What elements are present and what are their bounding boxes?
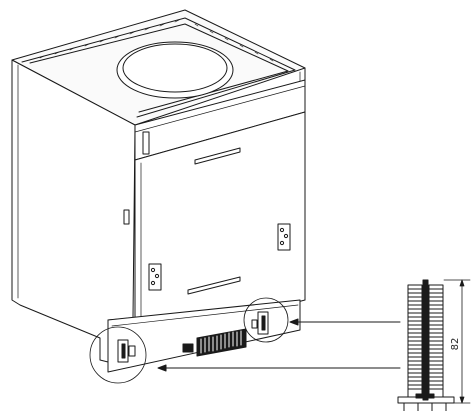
top-circular-cover-inner xyxy=(122,43,228,93)
door-mounting-bracket-right xyxy=(277,223,291,251)
threaded-rod-left xyxy=(407,284,423,398)
front-door xyxy=(134,79,306,346)
base-small-part xyxy=(182,343,194,353)
foot-detail-view xyxy=(397,279,471,411)
callout-circle-left xyxy=(89,326,147,384)
side-bracket xyxy=(123,209,130,225)
door-lower-slot xyxy=(187,276,241,295)
foot-base-plate xyxy=(397,393,455,411)
door-upper-slot xyxy=(194,147,241,165)
door-mounting-bracket-left xyxy=(148,263,162,291)
callout-circle-right xyxy=(243,297,289,343)
base-vent-grille xyxy=(196,328,247,357)
base-plinth xyxy=(107,299,301,373)
threaded-rod-right xyxy=(428,284,444,398)
top-circular-cover xyxy=(116,41,234,99)
top-rim-hatching xyxy=(39,19,274,62)
pointer-arrow-upper xyxy=(289,318,401,326)
dishwasher-cabinet xyxy=(11,9,306,363)
cabinet-top-rim-inner xyxy=(29,23,289,113)
height-dimension-label: 82 xyxy=(450,338,461,351)
left-hinge-block xyxy=(142,131,150,155)
cabinet-left-side xyxy=(11,59,136,363)
height-dimension-line xyxy=(443,279,471,404)
foot-center-shaft xyxy=(422,279,429,401)
pointer-arrow-lower xyxy=(157,364,401,372)
door-panel xyxy=(134,111,306,346)
right-adjustable-foot xyxy=(251,311,269,335)
left-adjustable-foot xyxy=(117,339,136,363)
